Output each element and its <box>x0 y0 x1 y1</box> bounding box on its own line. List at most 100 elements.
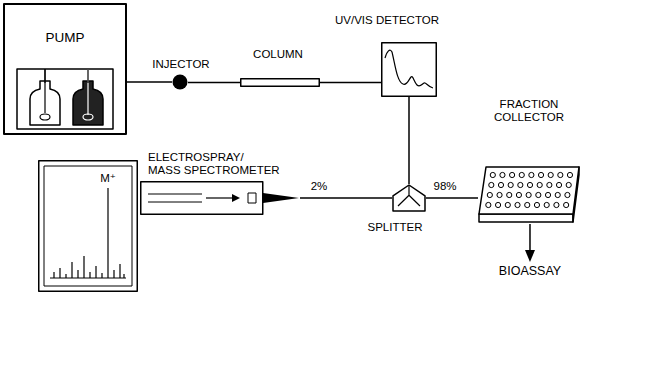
text-line: COLLECTOR <box>494 111 564 124</box>
drawing-part <box>507 192 512 197</box>
splitter: SPLITTER <box>392 184 426 212</box>
drawing-part <box>534 202 539 207</box>
drawing-part <box>77 270 78 278</box>
injector-valve-outline <box>172 74 188 90</box>
component-label: PUMP <box>3 31 127 44</box>
electrospray-mass-spectrometer-outline <box>140 181 300 215</box>
drawing-part <box>489 182 494 187</box>
drawing-part <box>95 266 96 278</box>
split-ratio: 2% <box>309 180 330 193</box>
drawing-part <box>518 182 523 187</box>
drawing-part <box>87 69 88 115</box>
pump-unit: PUMP <box>3 3 127 135</box>
drawing-part <box>498 182 503 187</box>
drawing-part <box>555 192 560 197</box>
drawing-part <box>544 202 549 207</box>
drawing-part <box>382 43 437 97</box>
text-line: MASS SPECTROMETER <box>148 164 280 177</box>
drawing-part <box>83 256 84 278</box>
drawing-part <box>525 202 530 207</box>
drawing-part <box>538 172 543 177</box>
uv-vis-detector-outline <box>381 42 437 97</box>
drawing-part <box>385 50 433 88</box>
drawing-part <box>519 172 524 177</box>
drawing-part <box>564 202 569 207</box>
drawing-part <box>53 272 54 278</box>
drawing-part <box>487 192 492 197</box>
drawing-part <box>17 69 113 129</box>
fraction-collector: FRACTION COLLECTOR <box>478 166 580 224</box>
flow-line <box>320 82 381 84</box>
drawing-part <box>206 197 232 198</box>
drawing-part <box>500 172 505 177</box>
component-label: COLUMN <box>253 48 303 61</box>
mass-spectrum-display-outline <box>38 160 138 292</box>
drawing-part <box>495 202 500 207</box>
flow-line <box>127 81 172 83</box>
drawing-part <box>101 273 102 278</box>
drawing-part <box>4 4 126 134</box>
drawing-part <box>232 194 240 202</box>
component-label: SPLITTER <box>368 221 423 234</box>
splitter-outline <box>392 184 426 212</box>
drawing-part <box>393 185 425 211</box>
drawing-part <box>479 167 579 214</box>
column-outline <box>240 78 320 87</box>
flow-line <box>188 82 240 84</box>
flow-line <box>529 224 531 256</box>
drawing-part <box>83 114 93 120</box>
drawing-part <box>505 202 510 207</box>
drawing-part <box>536 192 541 197</box>
text-line: FRACTION <box>494 98 564 111</box>
drawing-part <box>497 192 502 197</box>
drawing-part <box>554 202 559 207</box>
drawing-part <box>65 274 66 278</box>
drawing-part <box>486 202 491 207</box>
electrospray-mass-spectrometer: ELECTROSPRAY/ MASS SPECTROMETER <box>140 181 300 215</box>
drawing-part <box>141 182 263 215</box>
drawing-part <box>567 172 572 177</box>
drawing-part <box>545 192 550 197</box>
drawing-part <box>173 75 188 90</box>
flow-line <box>300 197 392 199</box>
drawing-part <box>529 172 534 177</box>
component-label: BIOASSAY <box>499 262 561 278</box>
drawing-part <box>515 202 520 207</box>
drawing-part <box>527 182 532 187</box>
split-ratio: 98% <box>431 180 458 193</box>
drawing-part <box>248 193 256 203</box>
component-label: FRACTION COLLECTOR <box>494 98 564 124</box>
component-label: UV/VIS DETECTOR <box>335 14 439 27</box>
drawing-part <box>565 192 570 197</box>
drawing-part <box>516 192 521 197</box>
drawing-part <box>44 69 45 113</box>
drawing-part <box>59 268 60 278</box>
drawing-part <box>566 182 571 187</box>
pump-unit-outline <box>3 3 127 135</box>
component-label: INJECTOR <box>152 58 209 71</box>
drawing-part <box>148 194 202 195</box>
drawing-part <box>547 182 552 187</box>
component-label: ELECTROSPRAY/ MASS SPECTROMETER <box>148 151 280 177</box>
uv-vis-detector: UV/VIS DETECTOR <box>381 42 437 97</box>
drawing-part <box>548 172 553 177</box>
component-label: M⁺ <box>100 172 116 185</box>
drawing-part <box>490 172 495 177</box>
column: COLUMN <box>240 78 320 87</box>
drawing-part <box>44 166 132 286</box>
drawing-part <box>526 192 531 197</box>
flow-line <box>426 197 478 199</box>
drawing-part <box>263 193 299 203</box>
drawing-part <box>537 182 542 187</box>
drawing-part <box>148 202 202 203</box>
drawing-part <box>107 188 108 278</box>
drawing-part <box>558 172 563 177</box>
fraction-collector-outline <box>478 166 580 224</box>
drawing-part <box>71 262 72 278</box>
flow-line <box>408 97 410 184</box>
text-line: ELECTROSPRAY/ <box>148 151 280 164</box>
drawing-part <box>119 264 120 278</box>
drawing-part <box>40 114 50 120</box>
drawing-part <box>556 182 561 187</box>
